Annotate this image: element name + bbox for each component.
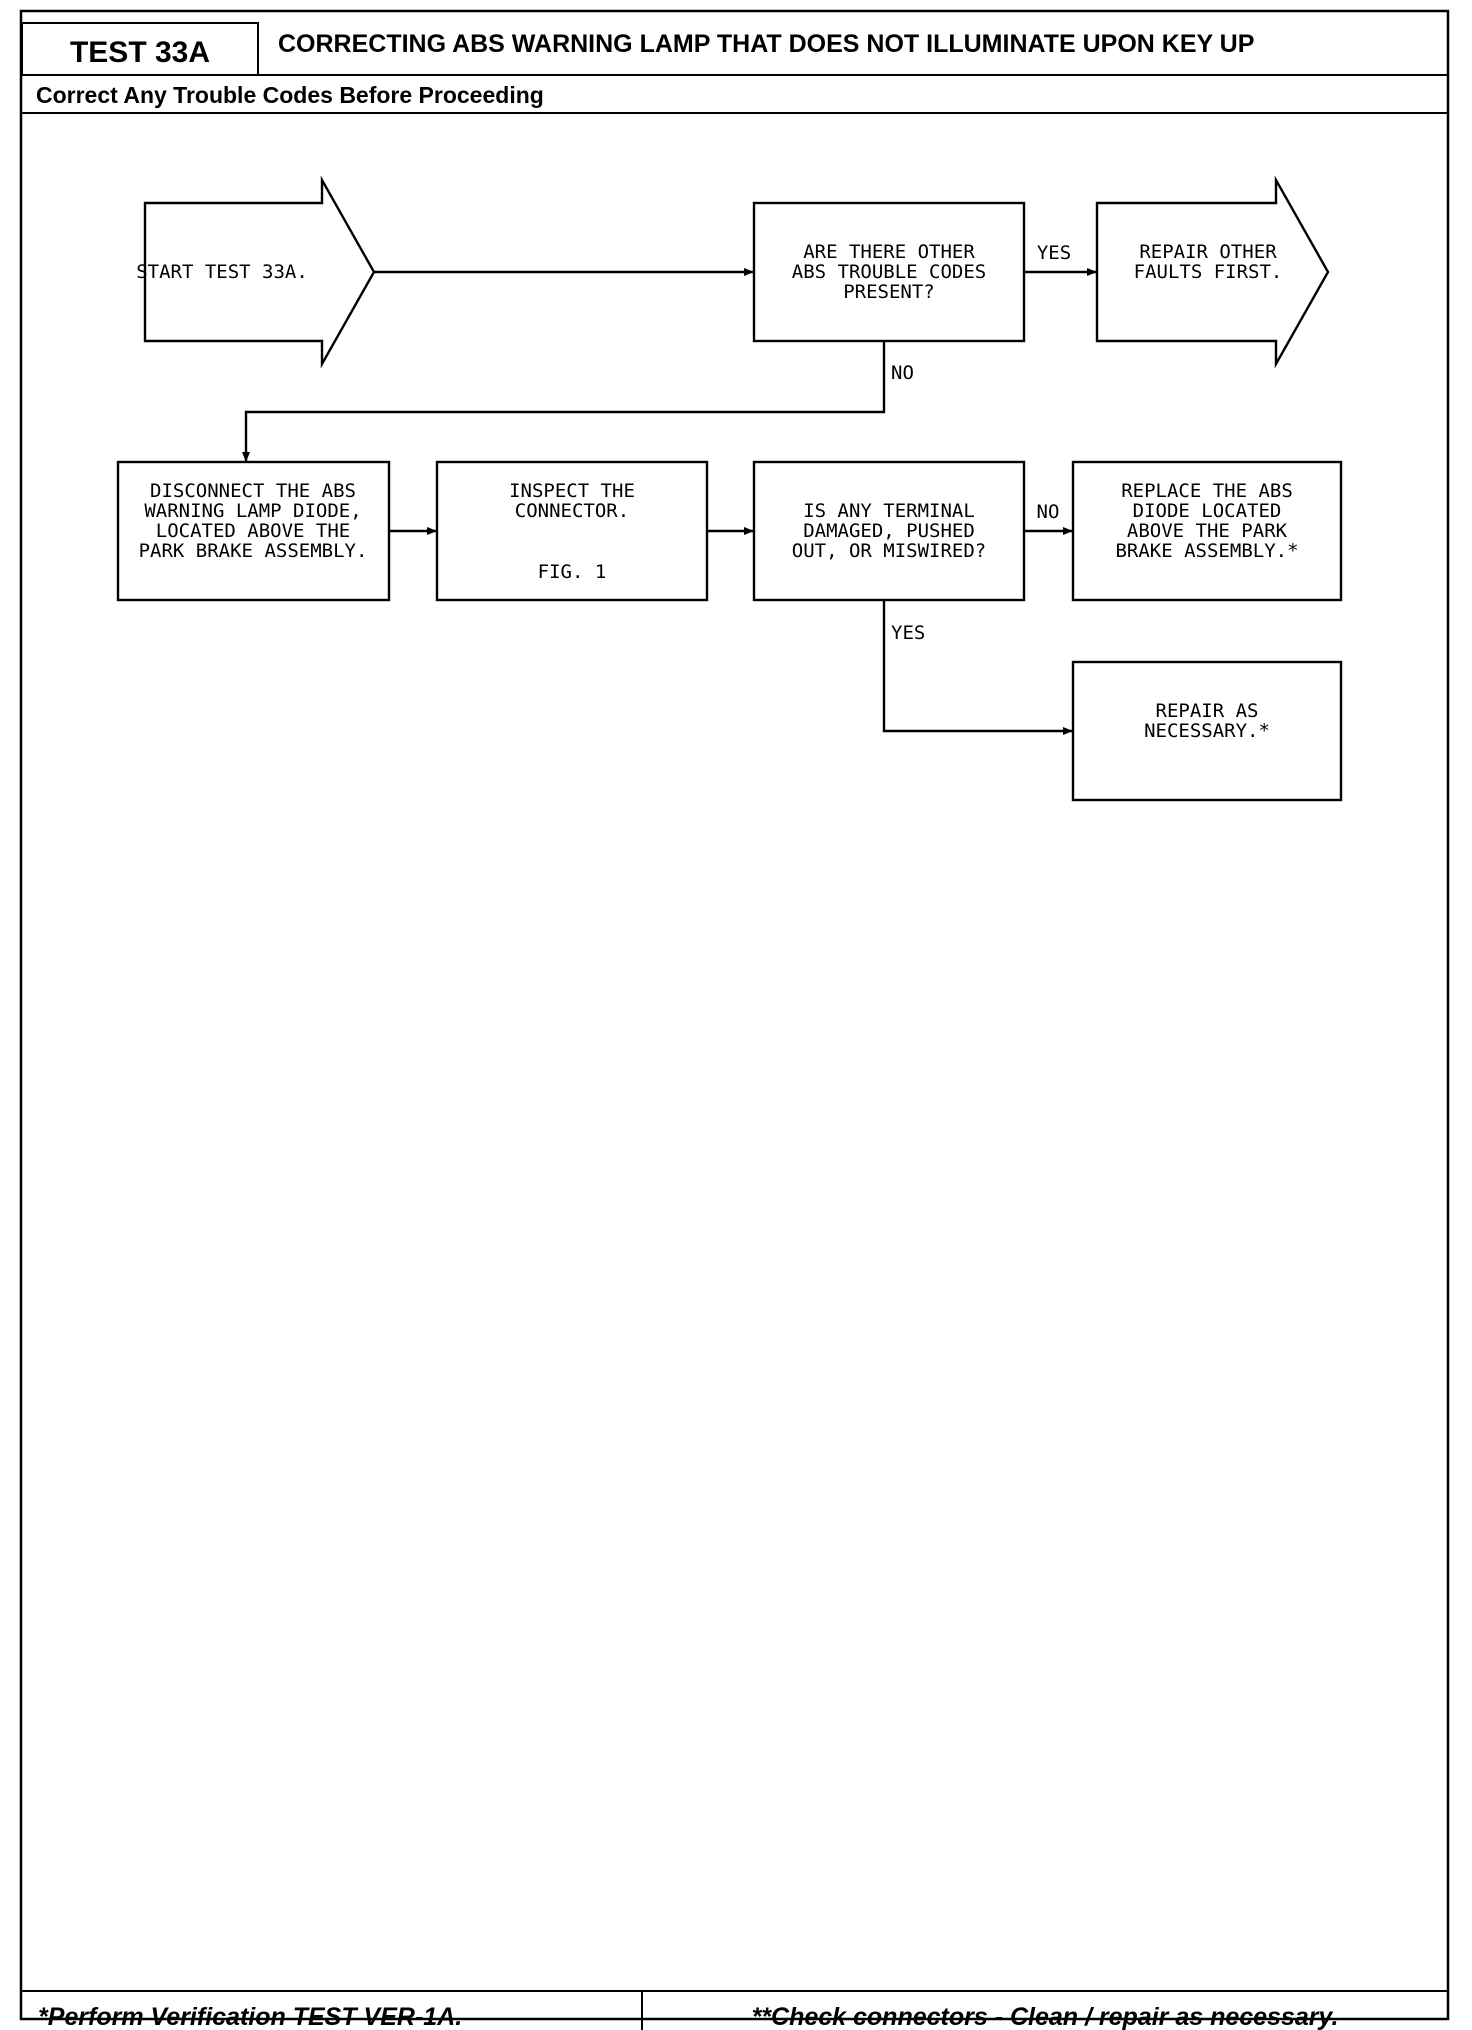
label-yes-terminal: YES [891,622,925,644]
node-text-line: IS ANY TERMINAL [803,500,975,522]
connectors [242,268,1097,735]
node-text-line: CONNECTOR. [515,500,629,522]
node-text-line: REPLACE THE ABS [1121,480,1293,502]
node-text-line: FAULTS FIRST. [1134,261,1283,283]
label-no-terminal: NO [1037,501,1060,523]
node-text-line: NECESSARY.* [1144,720,1270,742]
page-title: CORRECTING ABS WARNING LAMP THAT DOES NO… [278,30,1254,58]
node-text-line: INSPECT THE [509,480,635,502]
node-text-line: ABOVE THE PARK [1127,520,1288,542]
inspect-fig-ref: FIG. 1 [538,561,607,583]
node-text-line: PRESENT? [843,281,935,303]
node-text-line: BRAKE ASSEMBLY.* [1115,540,1298,562]
label-no-other-codes: NO [891,362,914,384]
label-yes-other-codes: YES [1037,242,1071,264]
node-text-line: LOCATED ABOVE THE [156,520,350,542]
node-text-line: REPAIR OTHER [1139,241,1277,263]
connector-terminal-yes [882,601,1073,735]
node-text-line: DIODE LOCATED [1133,500,1282,522]
page-subtitle: Correct Any Trouble Codes Before Proceed… [36,82,544,108]
node-text-line: PARK BRAKE ASSEMBLY. [139,540,368,562]
node-text-line: DISCONNECT THE ABS [150,480,356,502]
node-text-line: ABS TROUBLE CODES [792,261,986,283]
connector-question-no [242,341,886,462]
start-node: START TEST 33A. [136,175,376,369]
node-text-line: DAMAGED, PUSHED [803,520,975,542]
node-text-line: REPAIR AS [1156,700,1259,722]
test-id-box [21,22,259,76]
node-text-line: START TEST 33A. [136,261,308,283]
test-id: TEST 33A [70,36,210,69]
node-text-line: ARE THERE OTHER [803,241,975,263]
node-text-line: WARNING LAMP DIODE, [144,500,361,522]
start-node-text: START TEST 33A. [136,261,308,283]
page-frame [19,9,1450,2021]
node-text-line: OUT, OR MISWIRED? [792,540,986,562]
footer-left-note: *Perform Verification TEST VER-1A. [38,2003,462,2030]
footer-right-note: **Check connectors - Clean / repair as n… [752,2003,1339,2030]
